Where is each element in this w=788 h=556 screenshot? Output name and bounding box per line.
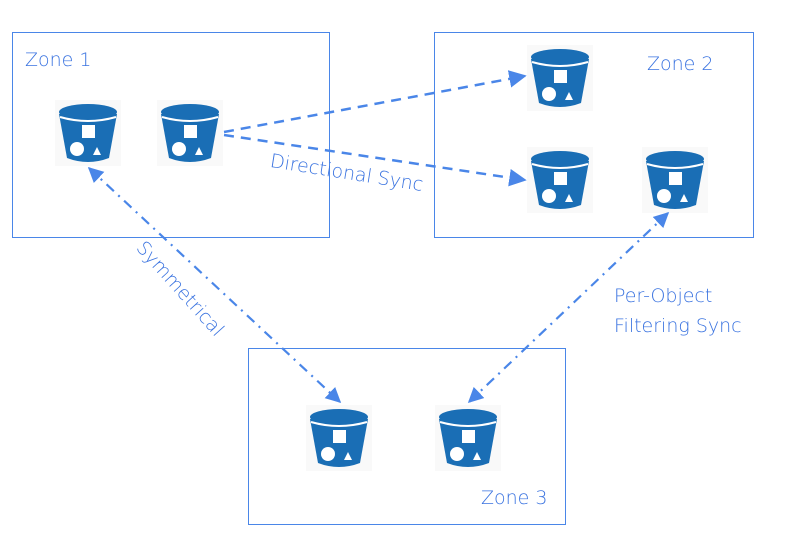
bucket-icon[interactable] xyxy=(527,147,593,213)
filtering-sync-label-line2: Filtering Sync xyxy=(614,315,742,337)
bucket-icon[interactable] xyxy=(435,405,501,471)
zone-2-label: Zone 2 xyxy=(647,53,714,75)
zone-1-label: Zone 1 xyxy=(25,49,92,71)
bucket-icon[interactable] xyxy=(157,100,223,166)
zone-3-box: Zone 3 xyxy=(248,348,566,525)
filtering-sync-label-line1: Per-Object xyxy=(614,285,713,307)
bucket-icon[interactable] xyxy=(527,45,593,111)
bucket-icon[interactable] xyxy=(306,405,372,471)
symmetrical-sync-label: Symmetrical xyxy=(131,237,229,341)
bucket-icon[interactable] xyxy=(55,100,121,166)
bucket-icon[interactable] xyxy=(642,147,708,213)
zone-3-label: Zone 3 xyxy=(481,487,548,509)
